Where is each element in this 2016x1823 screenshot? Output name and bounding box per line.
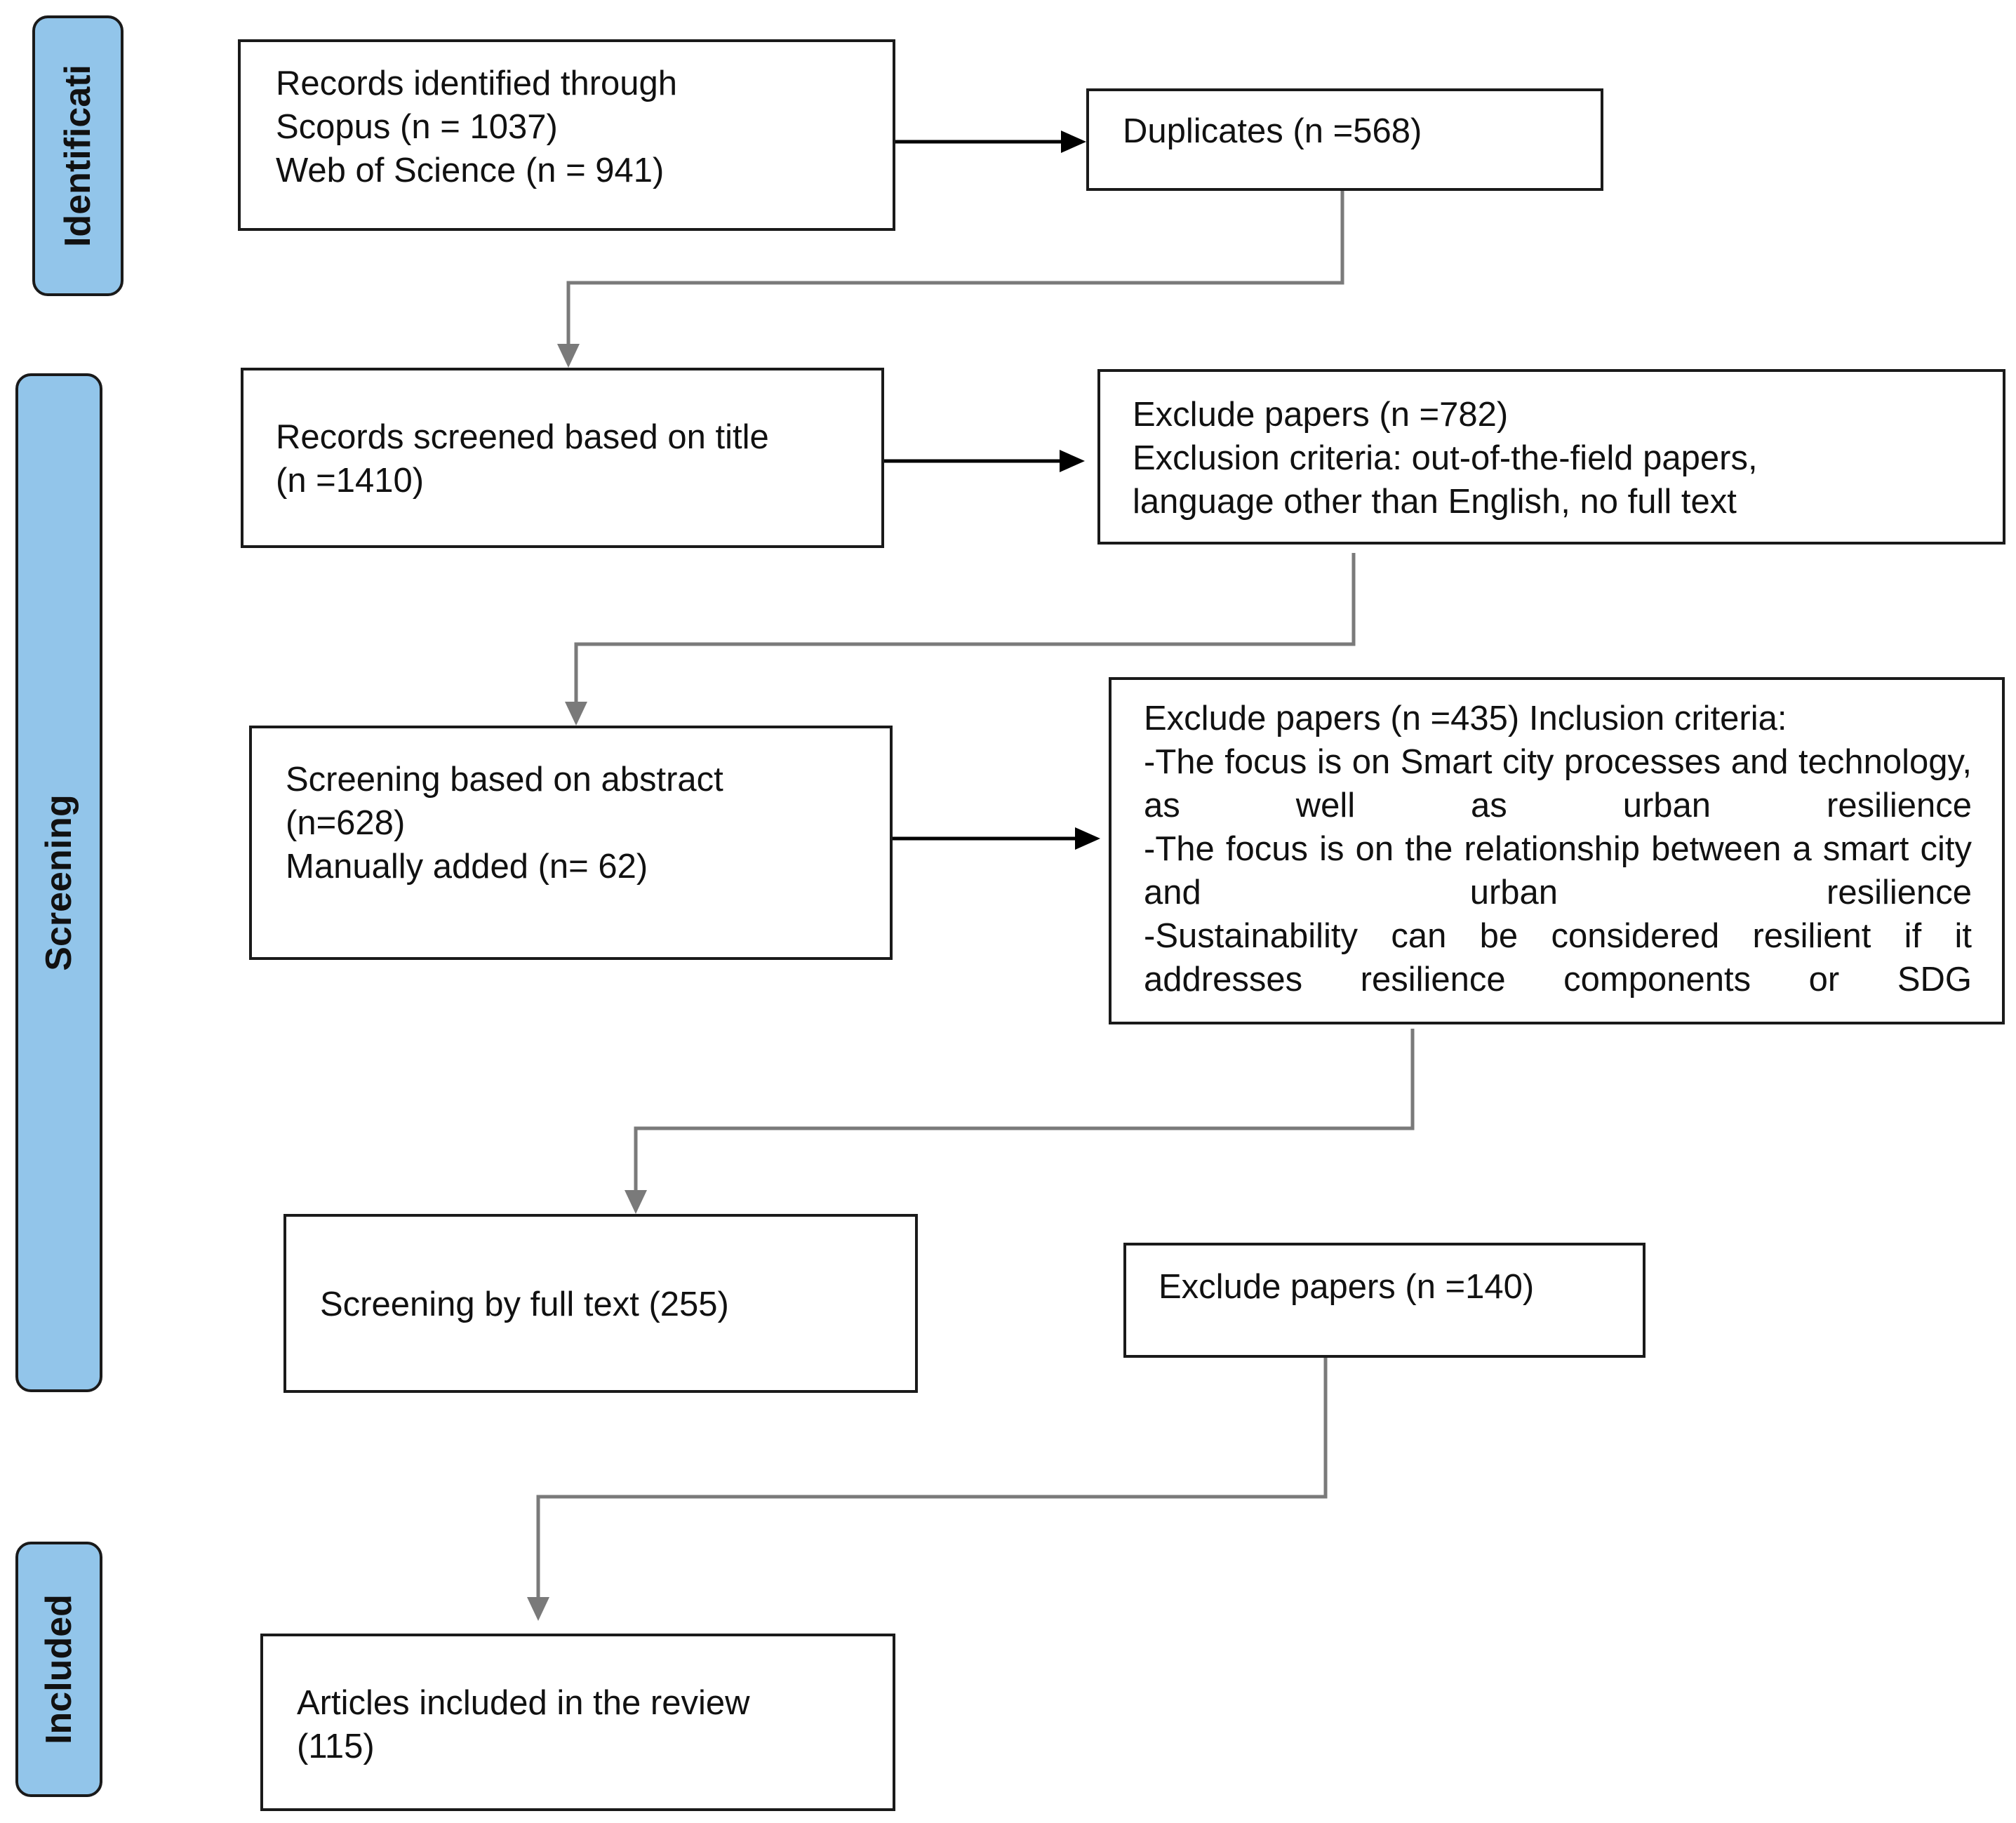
box-full-text: Screening by full text (255) [283, 1214, 918, 1393]
phase-included: Included [15, 1542, 102, 1797]
exclude-782-line-1: Exclude papers (n =782) [1133, 396, 1509, 434]
exclude-435-criterion-1: -The focus is on Smart city processes an… [1144, 743, 1972, 824]
phase-identification: Identificati [32, 15, 124, 296]
exclude-140-label: Exclude papers (n =140) [1159, 1268, 1535, 1306]
screened-title-line-1: Records screened based on title [276, 418, 769, 456]
exclude-782-line-2: Exclusion criteria: out-of-the-field pap… [1133, 439, 1758, 477]
exclude-435-criterion-3: -Sustainability can be considered resili… [1144, 917, 1972, 999]
records-identified-line-1: Records identified through [276, 65, 678, 102]
records-identified-line-2: Scopus (n = 1037) [276, 108, 558, 146]
box-screened-title: Records screened based on title (n =1410… [241, 368, 884, 548]
arrow-title-to-exclude-782 [884, 450, 1085, 472]
box-exclude-435: Exclude papers (n =435) Inclusion criter… [1109, 677, 2005, 1024]
arrow-duplicates-to-title [557, 191, 1344, 368]
box-included-articles: Articles included in the review (115) [260, 1634, 895, 1811]
screening-abstract-line-2: (n=628) [286, 804, 406, 842]
box-records-identified: Records identified through Scopus (n = 1… [238, 39, 895, 231]
arrow-exclude-140-to-included [527, 1358, 1328, 1621]
screened-title-line-2: (n =1410) [276, 462, 425, 500]
exclude-435-criterion-2: -The focus is on the relationship betwee… [1144, 830, 1972, 912]
exclude-782-line-3: language other than English, no full tex… [1133, 483, 1737, 521]
box-exclude-140: Exclude papers (n =140) [1123, 1243, 1645, 1358]
box-screening-abstract: Screening based on abstract (n=628) Manu… [249, 726, 893, 960]
arrow-exclude-782-to-abstract [565, 553, 1356, 726]
phase-identification-label: Identificati [58, 64, 98, 248]
records-identified-line-3: Web of Science (n = 941) [276, 152, 665, 189]
included-articles-line-1: Articles included in the review [297, 1684, 750, 1722]
phase-included-label: Included [39, 1594, 79, 1744]
arrow-exclude-435-to-fulltext [625, 1029, 1415, 1214]
full-text-label: Screening by full text (255) [320, 1286, 729, 1323]
included-articles-line-2: (115) [297, 1728, 375, 1765]
exclude-435-heading: Exclude papers (n =435) Inclusion criter… [1144, 700, 1787, 737]
screening-abstract-line-3: Manually added (n= 62) [286, 848, 648, 886]
duplicates-label: Duplicates (n =568) [1123, 112, 1422, 150]
phase-screening: Screening [15, 373, 102, 1392]
arrow-identified-to-duplicates [895, 131, 1086, 153]
arrow-abstract-to-exclude-435 [886, 827, 1100, 850]
phase-screening-label: Screening [39, 794, 79, 971]
box-exclude-782: Exclude papers (n =782) Exclusion criter… [1097, 369, 2005, 545]
screening-abstract-line-1: Screening based on abstract [286, 761, 723, 799]
box-duplicates: Duplicates (n =568) [1086, 88, 1603, 191]
